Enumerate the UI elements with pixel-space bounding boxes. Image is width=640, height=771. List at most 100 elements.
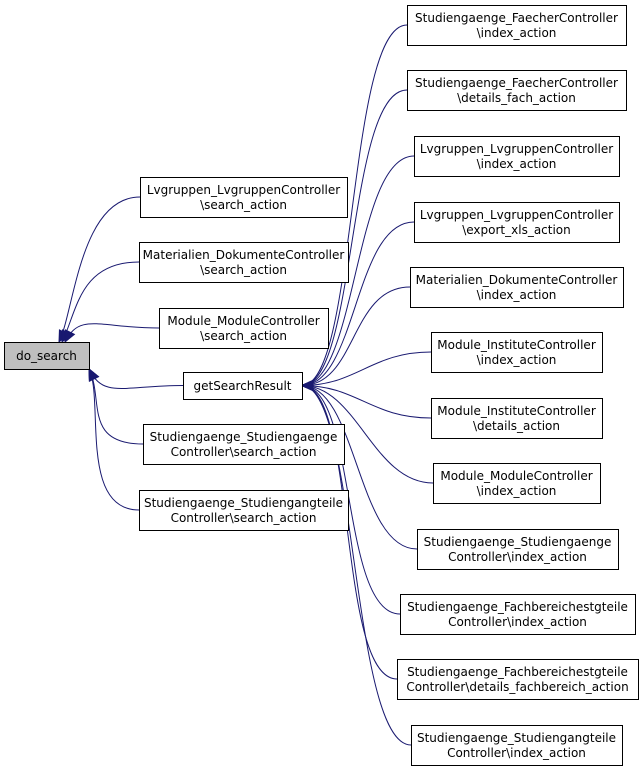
node-lv_search[interactable]: Lvgruppen_LvgruppenController\search_act… [140,177,348,218]
node-box [400,594,636,635]
node-label: do_search [16,349,77,363]
node-box [407,5,627,46]
node-label: \details_fach_action [457,91,576,105]
node-box [159,308,329,349]
node-getSearchResult[interactable]: getSearchResult [183,372,303,400]
node-label: Studiengaenge_Studiengangteile [417,731,616,745]
edge-line [301,351,432,386]
node-box [433,463,601,504]
node-box [4,342,90,370]
node-label: Studiengaenge_Studiengaenge [424,535,612,549]
edge-line [301,385,432,419]
node-label: Controller\index_action [448,550,587,564]
edge-line [301,385,434,484]
node-box [407,70,627,111]
node-label: \details_action [473,419,560,433]
node-label: Studiengaenge_Studiengaenge [150,430,338,444]
node-label: \index_action [477,288,557,302]
edge-line [301,24,408,386]
edge-line [301,385,412,746]
node-inst_index[interactable]: Module_InstituteController\index_action [431,332,603,373]
node-label: \index_action [477,26,557,40]
edge-line [301,221,415,386]
node-label: \index_action [477,353,557,367]
edge-line [58,196,141,343]
edge-studteile_index-to-getSearchResult [300,379,412,746]
node-box [431,398,603,439]
edge-line [301,89,408,386]
node-box [139,490,349,531]
node-label: Studiengaenge_Fachbereichestgteile [407,600,628,614]
node-label: Materialien_DokumenteController [416,273,618,287]
node-inst_details[interactable]: Module_InstituteController\details_actio… [431,398,603,439]
edge-inst_index-to-getSearchResult [300,351,432,392]
node-label: \search_action [200,198,287,212]
edge-line [64,323,160,343]
edge-line [301,155,415,386]
node-box [143,424,345,465]
node-label: \search_action [200,329,287,343]
node-stud_index[interactable]: Studiengaenge_StudiengaengeController\in… [417,529,619,570]
node-fach_index[interactable]: Studiengaenge_FaecherController\index_ac… [407,5,627,46]
edge-line [301,385,418,550]
node-box [411,725,623,766]
node-box [397,659,639,700]
nodes-layer: do_search getSearchResult Lvgruppen_Lvgrup… [4,5,639,766]
node-label: \export_xls_action [462,223,571,237]
node-label: Module_InstituteController [437,404,596,418]
node-box [183,372,303,400]
node-label: \search_action [200,263,287,277]
node-box [417,529,619,570]
node-box [414,136,620,177]
edge-line [301,385,398,680]
node-label: Module_InstituteController [437,338,596,352]
node-label: Lvgruppen_LvgruppenController [420,208,613,222]
node-fb_details[interactable]: Studiengaenge_FachbereichestgteileContro… [397,659,639,700]
node-box [431,332,603,373]
node-label: Module_ModuleController [167,314,319,328]
node-box [414,202,620,243]
node-label: Studiengaenge_FaecherController [415,76,618,90]
node-label: Studiengaenge_Studiengangteile [144,496,343,510]
node-mod_index[interactable]: Module_ModuleController\index_action [433,463,601,504]
node-box [410,267,624,308]
edge-inst_details-to-getSearchResult [300,379,432,419]
node-lv_export[interactable]: Lvgruppen_LvgruppenController\export_xls… [414,202,620,243]
node-studteile_index[interactable]: Studiengaenge_StudiengangteileController… [411,725,623,766]
node-label: Studiengaenge_FaecherController [415,11,618,25]
node-studteile_search[interactable]: Studiengaenge_StudiengangteileController… [139,490,349,531]
edge-line [301,286,411,386]
edge-line [88,368,184,390]
node-label: \index_action [477,157,557,171]
node-label: Materialien_DokumenteController [143,248,345,262]
node-fach_details[interactable]: Studiengaenge_FaecherController\details_… [407,70,627,111]
node-label: Controller\index_action [448,615,587,629]
edge-line [301,385,401,615]
node-label: Controller\search_action [171,511,317,525]
node-label: \index_action [477,484,557,498]
node-label: Controller\details_fachbereich_action [406,680,628,694]
node-lv_index[interactable]: Lvgruppen_LvgruppenController\index_acti… [414,136,620,177]
node-mat_index[interactable]: Materialien_DokumenteController\index_ac… [410,267,624,308]
arrow-head-icon [88,367,100,382]
node-label: Lvgruppen_LvgruppenController [147,183,340,197]
arrow-head-icon [300,379,314,392]
node-stud_search[interactable]: Studiengaenge_StudiengaengeController\se… [143,424,345,465]
node-box [140,177,348,218]
arrow-head-icon [64,329,76,344]
node-label: Controller\index_action [447,746,586,760]
edges-layer [58,24,434,746]
node-box [139,242,349,283]
node-label: Module_ModuleController [440,469,592,483]
node-label: Studiengaenge_Fachbereichestgteile [407,665,628,679]
edge-line [88,368,140,511]
edge-mod_search-to-do_search [64,323,160,344]
node-mod_search[interactable]: Module_ModuleController\search_action [159,308,329,349]
node-label: getSearchResult [193,379,291,393]
node-do_search[interactable]: do_search [4,342,90,370]
node-fb_index[interactable]: Studiengaenge_FachbereichestgteileContro… [400,594,636,635]
edge-studteile_search-to-do_search [88,367,140,511]
node-mat_search[interactable]: Materialien_DokumenteController\search_a… [139,242,349,283]
node-label: Lvgruppen_LvgruppenController [420,142,613,156]
